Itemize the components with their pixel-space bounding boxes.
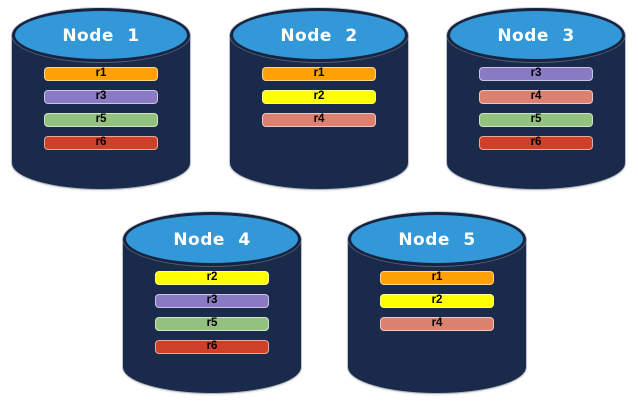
node-label: Node 5 (398, 230, 476, 250)
replica-list: r1 r2 r4 (262, 67, 376, 127)
replica-bar: r3 (479, 67, 593, 81)
replica-bar: r6 (155, 340, 269, 354)
replica-bar: r3 (155, 294, 269, 308)
replica-list: r3 r4 r5 r6 (479, 67, 593, 150)
replica-bar: r1 (262, 67, 376, 81)
replica-bar: r5 (44, 113, 158, 127)
replica-bar: r1 (380, 271, 494, 285)
node-label: Node 2 (280, 26, 358, 46)
replica-bar: r6 (479, 136, 593, 150)
replica-bar: r5 (155, 317, 269, 331)
node-label: Node 1 (62, 26, 140, 46)
database-node: Node 2 r1 r2 r4 (230, 8, 408, 189)
replica-bar: r2 (380, 294, 494, 308)
cylinder-top-ellipse: Node 2 (230, 8, 408, 62)
database-node: Node 4 r2 r3 r5 r6 (123, 212, 301, 393)
replica-bar: r4 (380, 317, 494, 331)
replica-bar: r5 (479, 113, 593, 127)
cylinder-top-ellipse: Node 3 (447, 8, 625, 62)
cylinder-top-ellipse: Node 4 (123, 212, 301, 266)
replica-bar: r4 (479, 90, 593, 104)
replica-list: r2 r3 r5 r6 (155, 271, 269, 354)
replica-bar: r4 (262, 113, 376, 127)
node-label: Node 4 (173, 230, 251, 250)
database-node: Node 3 r3 r4 r5 r6 (447, 8, 625, 189)
replica-bar: r1 (44, 67, 158, 81)
node-label: Node 3 (497, 26, 575, 46)
replica-list: r1 r2 r4 (380, 271, 494, 331)
database-node: Node 5 r1 r2 r4 (348, 212, 526, 393)
database-node: Node 1 r1 r3 r5 r6 (12, 8, 190, 189)
replica-bar: r3 (44, 90, 158, 104)
cylinder-top-ellipse: Node 5 (348, 212, 526, 266)
replica-bar: r2 (262, 90, 376, 104)
replica-bar: r6 (44, 136, 158, 150)
replica-list: r1 r3 r5 r6 (44, 67, 158, 150)
cylinder-top-ellipse: Node 1 (12, 8, 190, 62)
replica-bar: r2 (155, 271, 269, 285)
